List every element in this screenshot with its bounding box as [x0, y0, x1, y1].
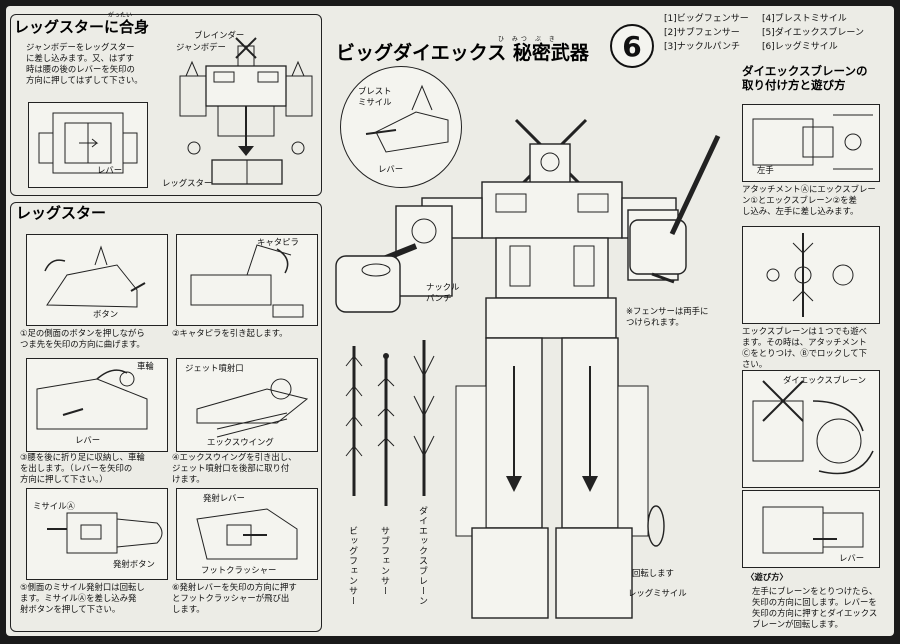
legend-item: [6]レッグミサイル [762, 42, 838, 52]
brain-fig-1: 左手 [742, 104, 880, 182]
step-4-label: ジェット噴射口 [185, 363, 244, 373]
weapons-legend: [1]ビッグフェンサー [2]サブフェンサー [3]ナックルパンチ [4]ブレス… [664, 14, 864, 58]
legstar-panel [10, 202, 322, 632]
brain-fig-2 [742, 226, 880, 324]
brain-text-2: エックスブレーンは１つでも遊べ ます。その時は、アタッチメント Ⓒをとりつけ、Ⓑ… [742, 326, 868, 369]
step-5-drawing [47, 512, 163, 554]
legstar-label: レッグスター [162, 178, 213, 188]
step-3-drawing [36, 369, 148, 430]
leg-rotate-label: 回転します [632, 568, 674, 578]
step-4-caption: ④エックスウイングを引き出し、 ジェット噴射口を後部に取り付 けます。 [172, 452, 297, 484]
step-5-label2: 発射ボタン [113, 559, 155, 569]
jumbo-label: ジャンボデー [176, 42, 226, 52]
brain-fig-4: レバー [742, 490, 880, 568]
step-6-label2: フットクラッシャー [201, 565, 277, 575]
gattai-robot-drawing [179, 37, 313, 185]
step-4-figure: ジェット噴射口 エックスウイング [176, 358, 318, 452]
step-6-label: 発射レバー [203, 493, 245, 503]
gattai-text: ジャンボデーをレッグスター に差し込みます。又、はずす 時は腰の後のレバーを矢印… [26, 42, 143, 85]
brain-fig-3-label: ダイエックスブレーン [783, 375, 866, 385]
asobi-text: 左手にブレーンをとりつけたら、 矢印の方向に回します。レバーを 矢印の方向に押す… [752, 586, 878, 629]
brain-text-1: アタッチメントⒶにエックスブレー ン①とエックスブレーン②を差 し込み、左手に差… [742, 184, 876, 216]
left-hand-label: 左手 [757, 165, 774, 175]
step-1-caption: ①足の側面のボタンを押しながら つま先を矢印の方向に曲げます。 [20, 328, 145, 349]
breast-missile-circle [340, 66, 462, 188]
breast-lever-label: レバー [378, 164, 404, 174]
breast-missile-drawing [365, 84, 449, 153]
brain-fig-3: ダイエックスブレーン [742, 370, 880, 488]
step-5-caption: ⑤側面のミサイル発射口は回転し ます。ミサイルⒶを差し込み発 射ボタンを押して下… [20, 582, 145, 614]
breast-missile-label: ブレスト ミサイル [358, 86, 392, 107]
step-4-label2: エックスウイング [207, 437, 274, 447]
legend-item: [2]サブフェンサー [664, 28, 740, 38]
weapons-drawing [345, 340, 435, 506]
brain-heading: ダイエックスブレーンの 取り付け方と遊び方 [742, 64, 868, 93]
step-1-label: ボタン [93, 309, 119, 319]
step-6-drawing [196, 508, 298, 560]
brain-fig-4-drawing [762, 506, 864, 554]
brain-lever-label: レバー [839, 553, 865, 563]
blainder-label: ブレインダー [194, 30, 245, 40]
lever-drawing [38, 112, 138, 174]
title-ruby: ひ みつ ぶ き [498, 36, 558, 43]
step-3-figure: 車輪 レバー [26, 358, 168, 452]
brain-fig-2-drawing [766, 233, 854, 317]
title-number: 6 [622, 29, 642, 63]
weapon-label-sub-fencer: サブフェンサー [379, 526, 389, 596]
gattai-lever-label: レバー [97, 165, 123, 175]
brain-fig-3-drawing [752, 380, 874, 475]
step-2-drawing [190, 244, 304, 318]
fencer-note: ※フェンサーは両手に つけられます。 [626, 306, 709, 327]
legstar-heading: レッグスター [16, 204, 107, 222]
step-2-label: キャタピラ [257, 237, 299, 247]
legend-item: [4]ブレストミサイル [762, 14, 847, 24]
asobi-heading: 〈遊び方〉 [746, 572, 788, 582]
legend-item: [5]ダイエックスブレーン [762, 28, 864, 38]
legend-item: [1]ビッグフェンサー [664, 14, 749, 24]
step-5-figure: ミサイルⒶ 発射ボタン [26, 488, 168, 580]
brain-fig-1-drawing [752, 114, 873, 170]
legend-item: [3]ナックルパンチ [664, 42, 740, 52]
step-3-label: 車輪 [137, 361, 154, 371]
gattai-panel [10, 14, 322, 196]
weapon-label-brain: ダイエックスブレーン [417, 506, 427, 606]
instruction-sheet: ひ みつ ぶ き ビッグダイエックス 秘密武器 6 [1]ビッグフェンサー [2… [6, 6, 894, 636]
step-1-drawing [44, 245, 146, 308]
step-4-drawing [196, 378, 309, 438]
step-6-caption: ⑥発射レバーを矢印の方向に押す とフットクラッシャーが飛び出 します。 [172, 582, 297, 614]
gattai-ruby: がったい [108, 12, 133, 19]
step-5-label: ミサイルⒶ [33, 501, 75, 511]
robot-drawing [335, 118, 721, 619]
leg-missile-label: レッグミサイル [628, 588, 687, 598]
step-2-caption: ②キャタピラを引き起します。 [172, 328, 288, 338]
gattai-heading: レッグスターに合身 [14, 18, 150, 36]
page-title: ビッグダイエックス 秘密武器 [336, 42, 589, 64]
title-number-badge: 6 [610, 24, 654, 68]
knuckle-punch-label: ナックル パンチ [426, 282, 460, 303]
step-1-figure: ボタン [26, 234, 168, 326]
step-3-label2: レバー [75, 435, 101, 445]
step-3-caption: ③腰を後に折り足に収納し、車輪 を出します。（レバーを矢印の 方向に押して下さい… [20, 452, 145, 484]
step-6-figure: 発射レバー フットクラッシャー [176, 488, 318, 580]
weapon-label-big-fencer: ビッグフェンサー [347, 526, 357, 606]
gattai-lever-figure: レバー [28, 102, 148, 188]
step-2-figure: キャタピラ [176, 234, 318, 326]
